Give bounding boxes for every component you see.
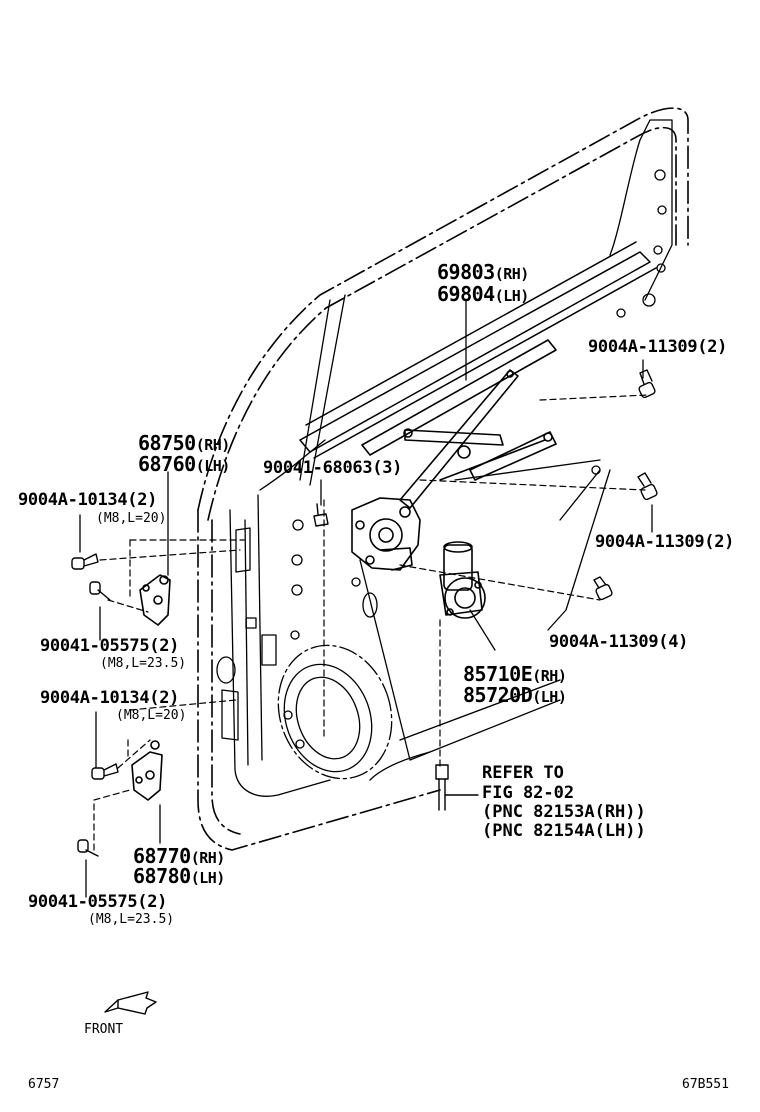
leader-lines (79, 299, 653, 898)
footer-left-code: 6757 (28, 1077, 60, 1092)
upper-hinge-rh-label: 68750(RH) (138, 431, 230, 455)
assembly-lines (93, 394, 649, 851)
lower-hinge-rh-label: 68770(RH) (133, 844, 225, 868)
reference-line-2: FIG 82-02 (482, 783, 575, 803)
bolt-05575-lower-label: 90041-05575(2) (28, 892, 168, 912)
glass-run-channel (299, 241, 657, 459)
bolt-11309-mid-label: 9004A-11309(2) (595, 532, 735, 552)
bolt-68063 (313, 503, 329, 527)
lower-hinge-lh-label: 68780(LH) (133, 864, 225, 888)
bolt-05575-lower (77, 839, 99, 857)
regulator-lh-label: 69804(LH) (437, 282, 529, 306)
bolt-10134-upper (71, 553, 99, 570)
bolt-10134-lower-label: 9004A-10134(2) (40, 688, 180, 708)
front-arrow-icon (104, 991, 157, 1015)
bolt-11309-top (638, 369, 656, 399)
regulator-rh-label: 69803(RH) (437, 260, 529, 284)
bolt-11309-top-label: 9004A-11309(2) (588, 337, 728, 357)
bolt-10134-lower-spec: (M8,L=20) (116, 708, 187, 723)
bolt-05575-upper (89, 581, 111, 601)
regulator-gear-plate (351, 497, 421, 571)
bolt-05575-upper-label: 90041-05575(2) (40, 636, 180, 656)
bolt-11309-mid (637, 472, 658, 501)
upper-hinge (139, 574, 171, 626)
wiring-connector (435, 764, 479, 811)
reference-line-1: REFER TO (482, 763, 564, 783)
reference-line-4: (PNC 82154A(LH)) (482, 821, 646, 841)
reference-line-3: (PNC 82153A(RH)) (482, 802, 646, 822)
window-regulator (361, 339, 557, 509)
motor-lh-label: 85720D(LH) (463, 683, 567, 707)
regulator-motor (439, 541, 486, 619)
bolt-11309-low (593, 576, 613, 601)
front-label: FRONT (84, 1022, 124, 1037)
door-inner-panel (216, 119, 673, 797)
bolt-10134-upper-spec: (M8,L=20) (96, 511, 167, 526)
bolt-10134-lower (91, 763, 119, 780)
door-frame-outline (197, 107, 689, 851)
bolt-10134-upper-label: 9004A-10134(2) (18, 490, 158, 510)
bolt-05575-upper-spec: (M8,L=23.5) (100, 656, 187, 671)
footer-right-code: 67B551 (682, 1077, 729, 1092)
bolt-11309-low-label: 9004A-11309(4) (549, 632, 689, 652)
lower-hinge (131, 740, 163, 801)
bolts (71, 369, 658, 857)
motor-rh-label: 85710E(RH) (463, 662, 567, 686)
bolt-05575-lower-spec: (M8,L=23.5) (88, 912, 175, 927)
upper-hinge-lh-label: 68760(LH) (138, 452, 230, 476)
bolt-68063-label: 90041-68063(3) (263, 458, 403, 478)
